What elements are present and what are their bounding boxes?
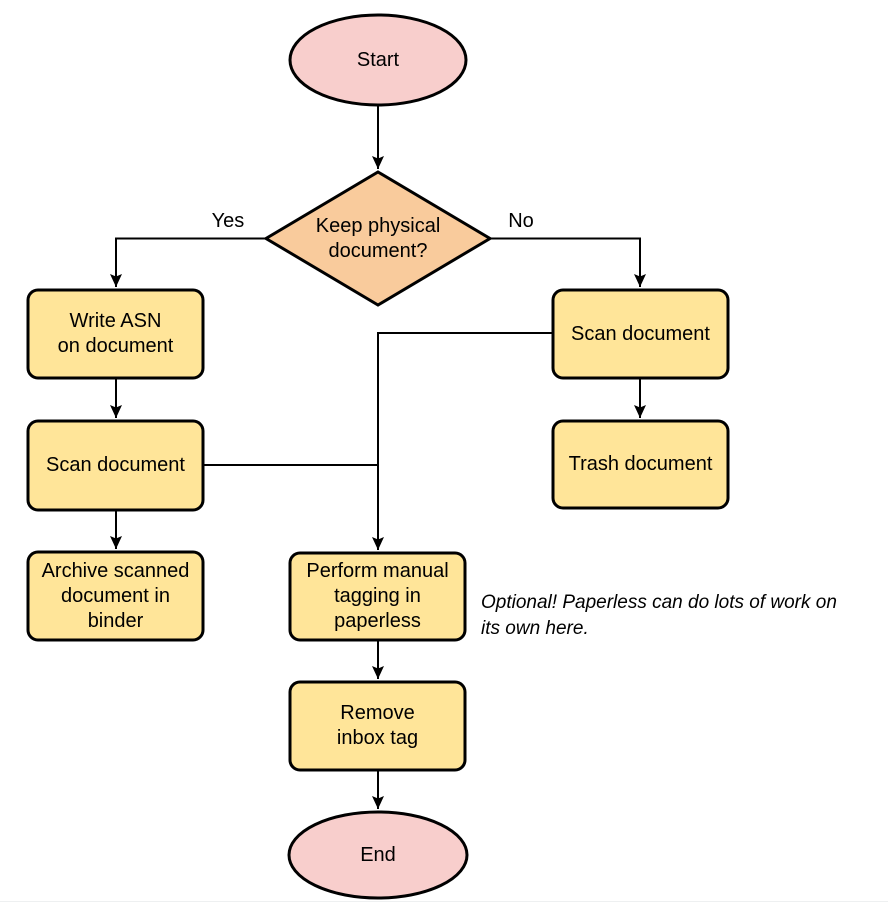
scan-document-right-node-label: Scan document — [571, 322, 710, 345]
decision-node-label: Keep physical document? — [315, 214, 441, 262]
edge-label-no: No — [508, 210, 534, 232]
tagging-node-shape — [288, 551, 467, 642]
end-node-label: End — [360, 843, 396, 866]
start-node-label: Start — [356, 48, 400, 71]
write-asn-node-label: Write ASN on document — [57, 310, 174, 357]
remove-inbox-node-shape — [288, 680, 467, 772]
start-node-shape — [288, 13, 468, 107]
end-node-shape — [287, 810, 469, 900]
write-asn-node-shape — [26, 288, 205, 380]
optional-note: Optional! Paperless can do lots of work … — [481, 592, 837, 639]
scan-document-left-node-label: Scan document — [46, 454, 185, 476]
trash-node-shape — [551, 419, 730, 510]
bottom-divider — [0, 901, 888, 902]
archive-node-shape — [26, 550, 205, 642]
decision-node-shape — [263, 170, 493, 307]
edge-scan-right-to-tagging — [372, 332, 552, 550]
scan-document-right-node-shape — [551, 288, 730, 380]
remove-inbox-node-label: Remove inbox tag — [336, 702, 419, 749]
archive-node-label: Archive scanned document in binder — [41, 559, 190, 632]
tagging-node-label: Perform manual tagging in paperless — [306, 560, 449, 632]
edge-decision-yes-to-write-asn — [110, 237, 267, 287]
trash-node-label: Trash document — [568, 453, 713, 475]
edge-label-yes: Yes — [211, 210, 245, 232]
scan-document-left-node-shape — [26, 419, 205, 512]
edge-decision-no-to-scan-right — [489, 237, 646, 287]
